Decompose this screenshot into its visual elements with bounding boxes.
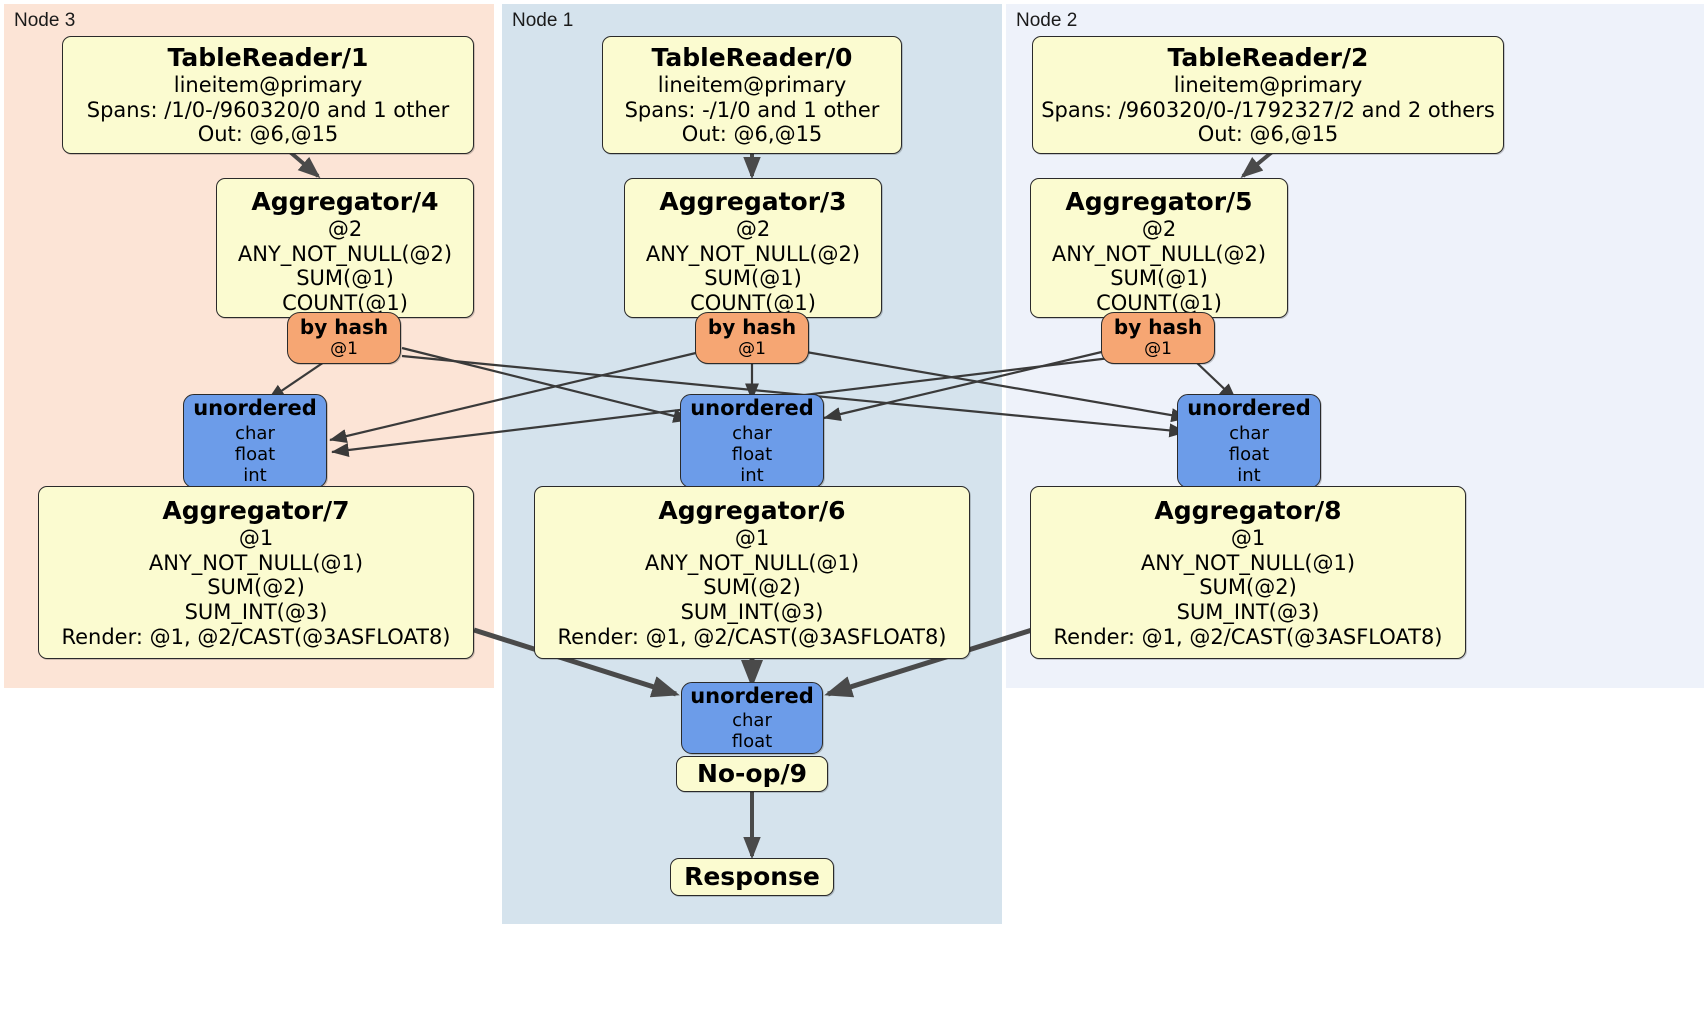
region-label-node-2: Node 2 xyxy=(1016,10,1078,31)
processor-title: TableReader/1 xyxy=(167,43,369,73)
processor-title: Aggregator/6 xyxy=(658,496,846,525)
sync-title: unordered xyxy=(690,396,814,421)
processor-aggregator-7[interactable]: Aggregator/7 @1 ANY_NOT_NULL(@1) SUM(@2)… xyxy=(38,486,474,659)
processor-out: Out: @6,@15 xyxy=(681,122,823,147)
response-node[interactable]: Response xyxy=(670,858,834,896)
sync-type-1: char xyxy=(235,422,275,444)
sync-type-2: float xyxy=(731,731,773,753)
processor-agg-1: ANY_NOT_NULL(@2) xyxy=(645,241,861,266)
processor-tablereader-1[interactable]: TableReader/1 lineitem@primary Spans: /1… xyxy=(62,36,474,154)
processor-render: Render: @1, @2/CAST(@3ASFLOAT8) xyxy=(61,624,451,649)
sync-type-3: int xyxy=(740,464,764,486)
router-by-hash-node-2[interactable]: by hash @1 xyxy=(1101,312,1215,364)
processor-source: lineitem@primary xyxy=(657,73,847,98)
processor-group: @2 xyxy=(1141,217,1177,242)
processor-spans: Spans: -/1/0 and 1 other xyxy=(624,97,880,122)
processor-aggregator-3[interactable]: Aggregator/3 @2 ANY_NOT_NULL(@2) SUM(@1)… xyxy=(624,178,882,318)
processor-agg-2: SUM(@1) xyxy=(296,266,394,291)
router-title: by hash xyxy=(707,315,797,340)
processor-agg-3: SUM_INT(@3) xyxy=(680,599,824,624)
processor-agg-2: SUM(@2) xyxy=(207,575,305,600)
processor-title: Aggregator/8 xyxy=(1154,496,1342,525)
processor-group: @1 xyxy=(734,526,770,551)
sync-title: unordered xyxy=(1187,396,1311,421)
processor-group: @2 xyxy=(327,217,363,242)
router-key: @1 xyxy=(1144,338,1172,359)
processor-agg-2: SUM(@1) xyxy=(704,266,802,291)
region-label-node-1: Node 1 xyxy=(512,10,574,31)
processor-group: @2 xyxy=(735,217,771,242)
router-key: @1 xyxy=(330,338,358,359)
processor-agg-3: COUNT(@1) xyxy=(1096,290,1222,315)
processor-spans: Spans: /1/0-/960320/0 and 1 other xyxy=(86,97,450,122)
processor-title: Aggregator/7 xyxy=(162,496,350,525)
processor-agg-2: SUM(@1) xyxy=(1110,266,1208,291)
processor-agg-3: SUM_INT(@3) xyxy=(184,599,328,624)
sync-title: unordered xyxy=(193,396,317,421)
router-title: by hash xyxy=(1113,315,1203,340)
processor-title: Aggregator/4 xyxy=(251,187,439,216)
processor-tablereader-0[interactable]: TableReader/0 lineitem@primary Spans: -/… xyxy=(602,36,902,154)
router-by-hash-node-3[interactable]: by hash @1 xyxy=(287,312,401,364)
processor-aggregator-8[interactable]: Aggregator/8 @1 ANY_NOT_NULL(@1) SUM(@2)… xyxy=(1030,486,1466,659)
processor-agg-3: SUM_INT(@3) xyxy=(1176,599,1320,624)
response-title: Response xyxy=(684,862,820,892)
sync-title: unordered xyxy=(690,683,814,708)
processor-title: No-op/9 xyxy=(696,759,808,789)
sync-unordered-node-2[interactable]: unordered char float int xyxy=(1177,394,1321,488)
processor-source: lineitem@primary xyxy=(1173,73,1363,98)
router-title: by hash xyxy=(299,315,389,340)
sync-unordered-node-3[interactable]: unordered char float int xyxy=(183,394,327,488)
processor-agg-1: ANY_NOT_NULL(@2) xyxy=(237,241,453,266)
processor-group: @1 xyxy=(238,526,274,551)
processor-source: lineitem@primary xyxy=(173,73,363,98)
sync-type-1: char xyxy=(732,710,772,732)
sync-type-2: float xyxy=(1228,443,1270,465)
processor-agg-3: COUNT(@1) xyxy=(282,290,408,315)
processor-noop-9[interactable]: No-op/9 xyxy=(676,756,828,792)
processor-render: Render: @1, @2/CAST(@3ASFLOAT8) xyxy=(557,624,947,649)
sync-type-3: int xyxy=(243,464,267,486)
sync-type-1: char xyxy=(732,422,772,444)
processor-render: Render: @1, @2/CAST(@3ASFLOAT8) xyxy=(1053,624,1443,649)
processor-aggregator-4[interactable]: Aggregator/4 @2 ANY_NOT_NULL(@2) SUM(@1)… xyxy=(216,178,474,318)
sync-type-2: float xyxy=(234,443,276,465)
processor-title: TableReader/0 xyxy=(651,43,853,73)
sync-unordered-node-1[interactable]: unordered char float int xyxy=(680,394,824,488)
processor-agg-1: ANY_NOT_NULL(@2) xyxy=(1051,241,1267,266)
sync-type-3: int xyxy=(1237,464,1261,486)
processor-title: Aggregator/5 xyxy=(1065,187,1253,216)
processor-agg-2: SUM(@2) xyxy=(703,575,801,600)
processor-title: Aggregator/3 xyxy=(659,187,847,216)
processor-aggregator-6[interactable]: Aggregator/6 @1 ANY_NOT_NULL(@1) SUM(@2)… xyxy=(534,486,970,659)
processor-spans: Spans: /960320/0-/1792327/2 and 2 others xyxy=(1041,97,1495,122)
processor-group: @1 xyxy=(1230,526,1266,551)
processor-out: Out: @6,@15 xyxy=(1197,122,1339,147)
processor-tablereader-2[interactable]: TableReader/2 lineitem@primary Spans: /9… xyxy=(1032,36,1504,154)
router-by-hash-node-1[interactable]: by hash @1 xyxy=(695,312,809,364)
processor-agg-1: ANY_NOT_NULL(@1) xyxy=(1140,550,1356,575)
processor-agg-1: ANY_NOT_NULL(@1) xyxy=(644,550,860,575)
processor-agg-2: SUM(@2) xyxy=(1199,575,1297,600)
processor-aggregator-5[interactable]: Aggregator/5 @2 ANY_NOT_NULL(@2) SUM(@1)… xyxy=(1030,178,1288,318)
processor-out: Out: @6,@15 xyxy=(197,122,339,147)
processor-agg-1: ANY_NOT_NULL(@1) xyxy=(148,550,364,575)
sync-unordered-final[interactable]: unordered char float xyxy=(681,682,823,754)
router-key: @1 xyxy=(738,338,766,359)
sync-type-1: char xyxy=(1229,422,1269,444)
processor-title: TableReader/2 xyxy=(1167,43,1369,73)
sync-type-2: float xyxy=(731,443,773,465)
region-label-node-3: Node 3 xyxy=(14,10,76,31)
processor-agg-3: COUNT(@1) xyxy=(690,290,816,315)
